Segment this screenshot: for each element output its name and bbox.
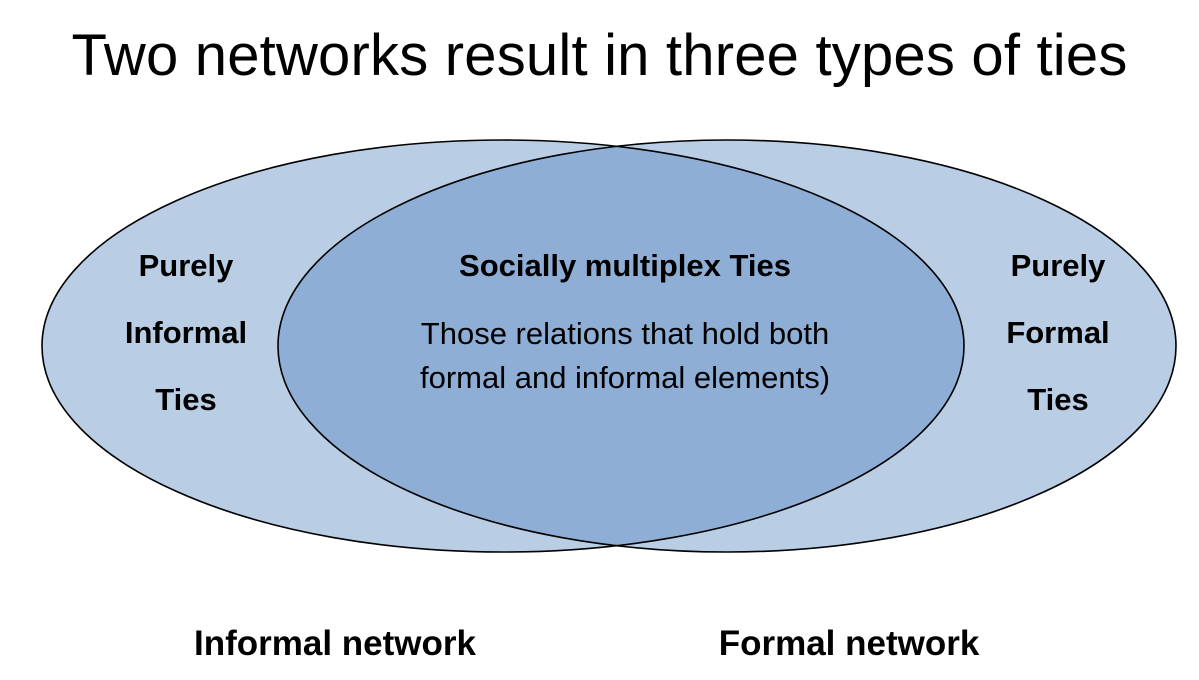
informal-only-line-1: Purely <box>138 248 234 283</box>
formal-network-label: Formal network <box>718 624 980 663</box>
socially-multiplex-ties-heading: Socially multiplex Ties <box>459 248 791 283</box>
purely-formal-ties-label: Purely Formal Ties <box>978 232 1138 433</box>
informal-only-line-3: Ties <box>155 382 217 417</box>
page-title: Two networks result in three types of ti… <box>71 23 1128 88</box>
informal-only-line-2: Informal <box>124 315 248 350</box>
overlap-description-line-2: formal and informal elements) <box>419 360 831 395</box>
informal-network-outline <box>41 139 965 553</box>
overlap-description-line-1: Those relations that hold both <box>420 316 830 351</box>
formal-network-outline <box>277 139 1177 553</box>
formal-only-line-2: Formal <box>1006 315 1110 350</box>
purely-informal-ties-label: Purely Informal Ties <box>106 232 266 433</box>
formal-only-line-3: Ties <box>1027 382 1089 417</box>
formal-only-line-1: Purely <box>1010 248 1106 283</box>
overlap-description: Those relations that hold both formal an… <box>370 312 880 400</box>
informal-network-label: Informal network <box>194 624 476 663</box>
